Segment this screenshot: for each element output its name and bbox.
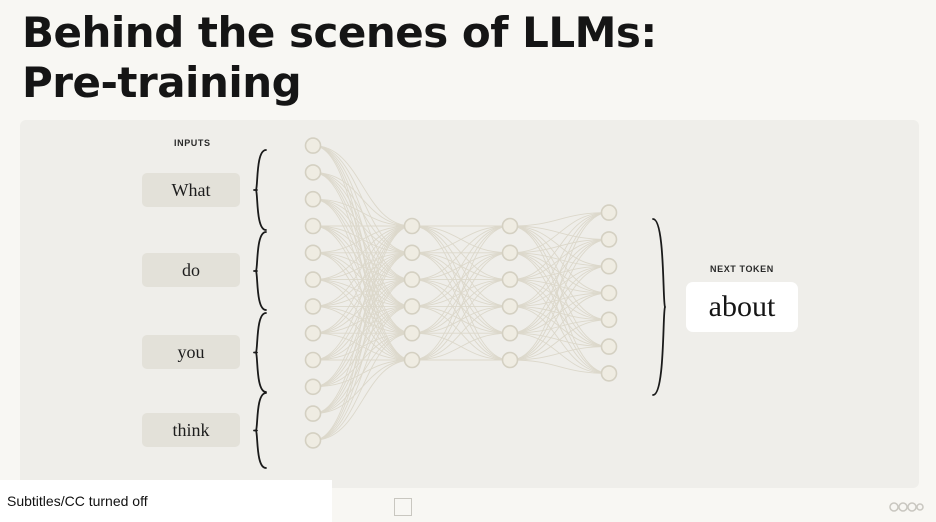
network-edge — [312, 305, 413, 441]
inputs-label: INPUTS — [174, 138, 211, 148]
network-edge — [411, 252, 511, 361]
network-edge — [312, 332, 413, 441]
network-svg — [253, 137, 667, 469]
input-brace — [253, 149, 267, 231]
network-edge — [312, 171, 413, 227]
neural-network-diagram: INPUTS What do you think NEXT TOKEN abou… — [20, 120, 919, 488]
slide-title-line-2: Pre-training — [22, 58, 302, 107]
network-node — [304, 137, 322, 154]
network-node — [403, 271, 421, 288]
network-node — [403, 351, 421, 369]
network-edge — [509, 346, 610, 361]
network-edge — [509, 212, 610, 281]
network-node — [600, 204, 618, 221]
network-edge — [312, 252, 413, 441]
nodes-group — [304, 137, 618, 449]
network-node — [403, 298, 421, 315]
network-edge — [509, 212, 610, 254]
network-edge — [509, 238, 610, 361]
network-edge — [312, 225, 413, 388]
network-edge — [312, 359, 413, 441]
network-node — [600, 365, 618, 382]
network-node — [304, 244, 322, 262]
network-node — [501, 298, 519, 315]
network-edge — [411, 279, 511, 361]
network-node — [501, 351, 519, 369]
network-node — [304, 432, 322, 449]
network-edge — [312, 225, 413, 334]
partner-logo — [340, 500, 370, 510]
corner-logo — [889, 502, 924, 512]
network-edge — [312, 225, 413, 415]
network-edge — [411, 225, 511, 307]
network-node — [304, 271, 322, 288]
network-edge — [509, 359, 610, 374]
input-token-think: think — [142, 413, 240, 447]
network-edge — [312, 225, 413, 361]
network-node — [304, 164, 322, 181]
input-brace — [253, 231, 267, 311]
input-brace — [253, 392, 267, 469]
network-edge — [312, 145, 413, 227]
network-edge — [509, 212, 610, 334]
network-edge — [509, 212, 610, 361]
network-node — [600, 231, 618, 248]
network-node — [501, 324, 519, 342]
next-token-label: NEXT TOKEN — [710, 264, 774, 274]
network-edge — [312, 225, 413, 254]
input-token-do: do — [142, 253, 240, 287]
edges-group — [312, 145, 610, 441]
network-node — [501, 271, 519, 288]
network-node — [304, 405, 322, 422]
input-token-what: What — [142, 173, 240, 207]
brackets-group — [253, 149, 667, 469]
network-node — [501, 217, 519, 235]
network-node — [501, 244, 519, 262]
output-brace — [652, 218, 667, 396]
network-edge — [312, 225, 413, 441]
network-edge — [411, 225, 511, 334]
network-edge — [411, 225, 511, 254]
network-edge — [312, 198, 413, 227]
network-node — [600, 257, 618, 275]
network-edge — [411, 305, 511, 361]
network-node — [600, 338, 618, 355]
network-edge — [312, 225, 413, 281]
network-edge — [509, 319, 610, 361]
network-node — [304, 298, 322, 315]
subtitles-status: Subtitles/CC turned off — [0, 480, 332, 522]
input-token-you: you — [142, 335, 240, 369]
network-node — [403, 324, 421, 342]
network-node — [304, 324, 322, 342]
institution-logo-text — [418, 500, 458, 512]
network-node — [304, 351, 322, 369]
network-edge — [509, 212, 610, 307]
network-node — [403, 244, 421, 262]
network-node — [304, 190, 322, 208]
network-edge — [312, 225, 413, 307]
input-brace — [253, 312, 267, 393]
network-edge — [411, 225, 511, 281]
network-edge — [312, 279, 413, 441]
output-token: about — [686, 282, 798, 332]
institution-logo-mark — [394, 498, 412, 516]
network-edge — [411, 225, 511, 361]
slide-title-line-1: Behind the scenes of LLMs: — [22, 8, 657, 57]
network-node — [403, 217, 421, 235]
network-node — [600, 284, 618, 302]
network-node — [304, 378, 322, 396]
network-node — [600, 311, 618, 329]
network-edge — [411, 332, 511, 361]
network-edge — [509, 265, 610, 361]
slide-title: Behind the scenes of LLMs: Pre-training — [22, 8, 657, 108]
network-node — [304, 217, 322, 235]
network-edge — [509, 212, 610, 227]
network-edge — [509, 292, 610, 361]
